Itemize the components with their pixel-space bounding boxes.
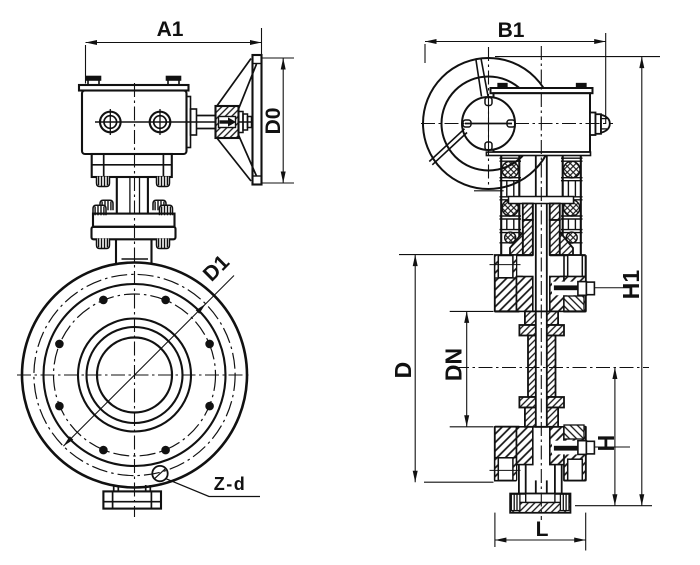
svg-text:D0: D0 (262, 108, 285, 135)
svg-text:D: D (390, 362, 416, 379)
svg-text:Z-d: Z-d (214, 474, 246, 494)
svg-text:L: L (536, 518, 549, 541)
svg-text:H: H (593, 435, 619, 452)
svg-text:A1: A1 (157, 18, 184, 41)
svg-text:B1: B1 (498, 19, 525, 42)
svg-text:H1: H1 (618, 270, 644, 300)
svg-text:DN: DN (441, 348, 467, 381)
